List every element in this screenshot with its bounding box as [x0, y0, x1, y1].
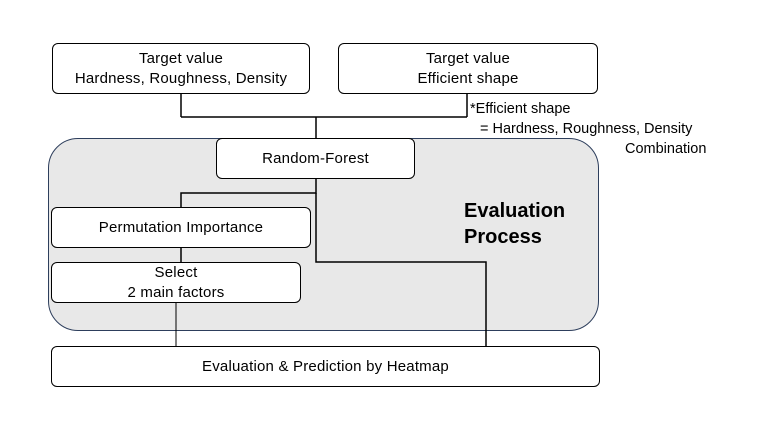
- target-value-box-hardness-line1: Target value: [138, 49, 224, 67]
- efficient-shape-note-line3: Combination: [625, 141, 707, 157]
- target-value-box-hardness: Target value Hardness, Roughness, Densit…: [52, 43, 310, 94]
- permutation-importance-box: Permutation Importance: [51, 207, 311, 248]
- heatmap-label: Evaluation & Prediction by Heatmap: [202, 357, 449, 375]
- target-value-box-hardness-line2: Hardness, Roughness, Density: [74, 69, 288, 87]
- permutation-importance-label: Permutation Importance: [98, 218, 264, 236]
- connector-rf-to-heatmap: [315, 193, 487, 346]
- evaluation-process-label-line1: Evaluation: [464, 200, 566, 222]
- target-value-box-efficient-shape-line2: Efficient shape: [417, 69, 519, 87]
- random-forest-box: Random-Forest: [216, 138, 415, 179]
- select-factors-box: Select 2 main factors: [51, 262, 301, 303]
- select-factors-line2: 2 main factors: [127, 283, 225, 301]
- efficient-shape-note-line2: = Hardness, Roughness, Density: [480, 121, 693, 137]
- random-forest-label: Random-Forest: [262, 149, 369, 167]
- evaluation-process-label: Evaluation Process: [464, 198, 565, 250]
- evaluation-process-label-line2: Process: [464, 226, 542, 248]
- connector-rf-to-permutation: [180, 179, 317, 207]
- efficient-shape-note-line1: *Efficient shape: [470, 101, 571, 117]
- heatmap-box: Evaluation & Prediction by Heatmap: [51, 346, 600, 387]
- target-value-box-efficient-shape: Target value Efficient shape: [338, 43, 598, 94]
- select-factors-line1: Select: [154, 263, 198, 281]
- target-value-box-efficient-shape-line1: Target value: [425, 49, 511, 67]
